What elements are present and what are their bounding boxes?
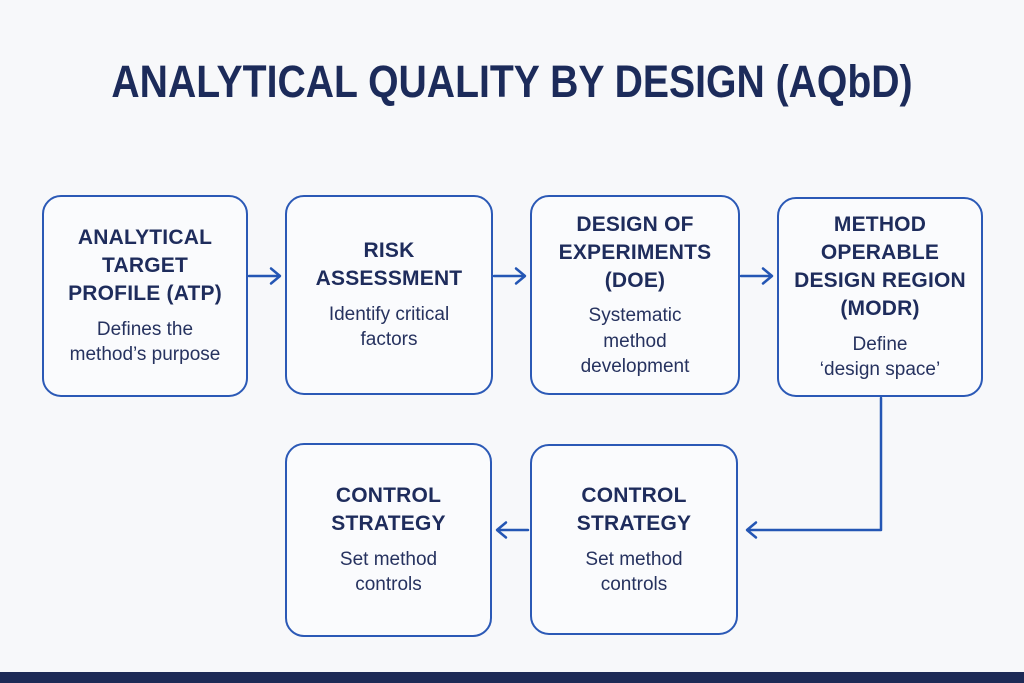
arrow-doe-to-modr-icon [739,267,774,285]
arrow-risk-to-doe-icon [492,267,527,285]
box-control-strategy-right: CONTROL STRATEGY Set method controls [530,444,738,635]
box-heading: ANALYTICAL TARGET PROFILE (ATP) [68,226,222,306]
box-design-of-experiments: DESIGN OF EXPERIMENTS (DOE) Systematic m… [530,195,740,395]
box-method-operable-design-region: METHOD OPERABLE DESIGN REGION (MODR) Def… [777,197,983,397]
box-heading: CONTROL STRATEGY [331,484,446,536]
box-heading: METHOD OPERABLE DESIGN REGION (MODR) [794,213,966,321]
box-description: Systematic method development [580,305,690,378]
box-description: Identify critical factors [328,304,450,351]
page-title: ANALYTICAL QUALITY BY DESIGN (AQbD) [111,56,913,107]
box-analytical-target-profile: ANALYTICAL TARGET PROFILE (ATP) Defines … [42,195,248,397]
box-heading: CONTROL STRATEGY [576,483,692,535]
arrow-modr-to-control-strategy-icon [745,396,883,539]
box-description: Set method controls [339,549,438,596]
box-description: Set method controls [585,548,683,595]
box-description: Defines the method’s purpose [69,319,221,366]
box-heading: RISK ASSESSMENT [315,239,463,291]
footer-accent-bar [0,672,1024,683]
arrow-control-strategy-right-to-left-icon [495,521,530,539]
box-heading: DESIGN OF EXPERIMENTS (DOE) [558,212,712,292]
box-risk-assessment: RISK ASSESSMENT Identify critical factor… [285,195,493,395]
box-control-strategy-left: CONTROL STRATEGY Set method controls [285,443,492,637]
box-description: Define ‘design space’ [819,334,941,381]
arrow-atp-to-risk-icon [247,267,282,285]
